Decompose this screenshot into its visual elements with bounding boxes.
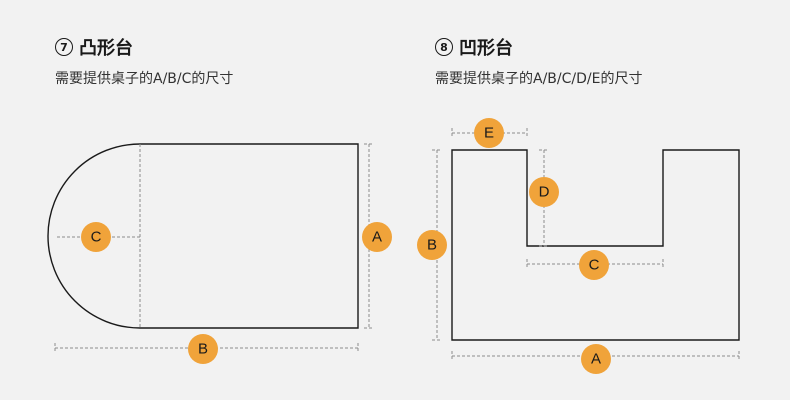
left-number-badge: 7 — [55, 38, 73, 56]
label-b-right-text: B — [427, 237, 437, 254]
right-title: 8 凹形台 — [435, 34, 513, 60]
label-badge-e: E — [474, 118, 504, 148]
left-title-text: 凸形台 — [79, 38, 133, 59]
label-e-text: E — [484, 125, 494, 142]
label-badge-c: C — [81, 222, 111, 252]
label-c-text: C — [91, 229, 102, 246]
concave-table-diagram: E B D C A — [417, 118, 740, 374]
label-d-text: D — [539, 184, 550, 201]
convex-table-diagram: A B C — [47, 143, 392, 364]
concave-table-outline — [451, 149, 740, 341]
left-subtitle: 需要提供桌子的A/B/C的尺寸 — [55, 71, 234, 87]
label-badge-b-right: B — [417, 230, 447, 260]
label-a-text: A — [372, 229, 382, 246]
label-badge-a-right: A — [581, 344, 611, 374]
right-subtitle: 需要提供桌子的A/B/C/D/E的尺寸 — [435, 71, 643, 87]
label-a-right-text: A — [591, 351, 601, 368]
right-title-text: 凹形台 — [459, 38, 513, 59]
convex-table-outline — [47, 143, 359, 329]
label-badge-b: B — [188, 334, 218, 364]
label-badge-d: D — [529, 177, 559, 207]
label-c-right-text: C — [589, 257, 600, 274]
label-badge-a: A — [362, 222, 392, 252]
left-title: 7 凸形台 — [55, 34, 133, 60]
label-b-text: B — [198, 341, 208, 358]
label-badge-c-right: C — [579, 250, 609, 280]
right-number-badge: 8 — [435, 38, 453, 56]
